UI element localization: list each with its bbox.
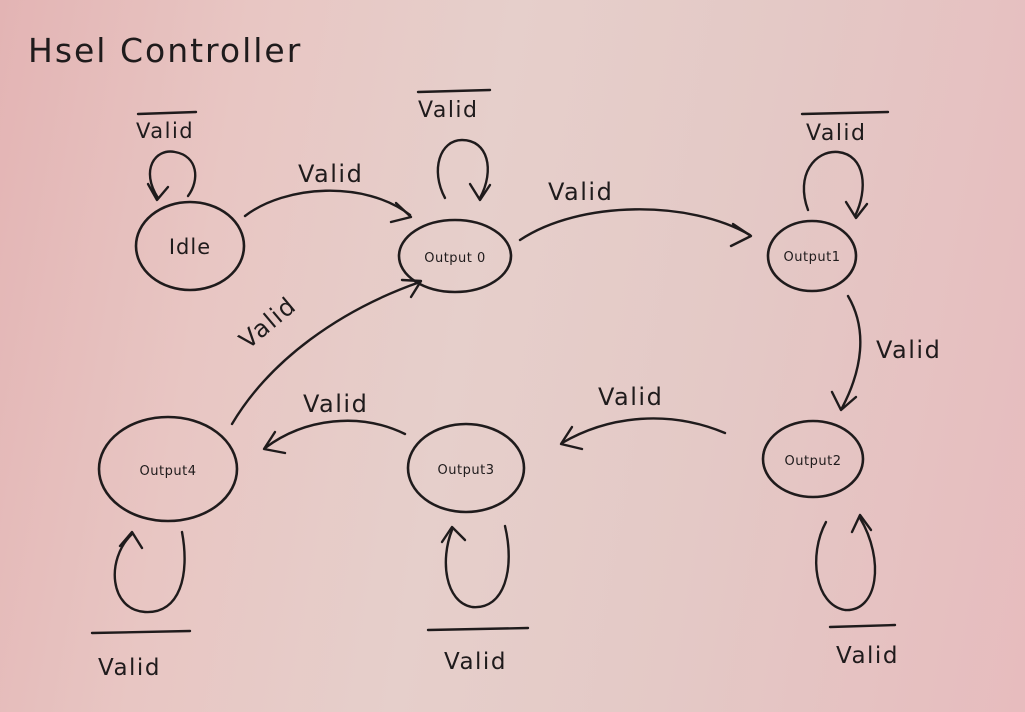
state-output4: Output4: [97, 415, 239, 523]
diagram-title: Hsel Controller: [28, 31, 302, 70]
label-output3-to-output4: Valid: [303, 390, 368, 418]
label-output0-to-output1: Valid: [548, 178, 613, 206]
state-output2-label: Output2: [785, 454, 842, 469]
label-self-loop-output0: Valid: [418, 98, 479, 123]
self-loop-output2: Valid: [814, 513, 899, 669]
state-idle: Idle: [134, 200, 246, 292]
state-idle-label: Idle: [169, 235, 211, 259]
state-output0: Output 0: [397, 218, 513, 294]
arrow-output0-to-output1: [518, 208, 753, 248]
label-self-loop-idle: Valid: [136, 119, 194, 143]
state-output2: Output2: [761, 419, 865, 499]
label-output2-to-output3: Valid: [598, 383, 663, 411]
label-output4-to-output0: Valid: [234, 291, 302, 354]
arrow-output2-to-output3: [559, 417, 727, 451]
arrow-output4-to-output0: [230, 278, 423, 426]
state-output1: Output1: [766, 219, 858, 293]
label-output1-to-output2: Valid: [876, 336, 941, 364]
self-loop-idle: Valid: [136, 110, 198, 202]
self-loop-output0: Valid: [416, 88, 492, 202]
arrow-output1-to-output2: [830, 294, 862, 412]
state-output0-label: Output 0: [424, 251, 486, 266]
label-self-loop-output2: Valid: [836, 643, 899, 669]
arrow-idle-to-output0: [243, 189, 413, 224]
self-loop-output3: Valid: [426, 524, 530, 675]
state-output4-label: Output4: [140, 464, 197, 479]
self-loop-output4: Valid: [90, 530, 192, 681]
label-self-loop-output1: Valid: [806, 121, 867, 146]
state-output3-label: Output3: [438, 463, 495, 478]
label-self-loop-output3: Valid: [444, 649, 507, 675]
self-loop-output1: Valid: [800, 110, 890, 220]
state-output1-label: Output1: [784, 250, 841, 265]
label-self-loop-output4: Valid: [98, 655, 161, 681]
arrow-output3-to-output4: [262, 419, 407, 455]
state-output3: Output3: [406, 422, 526, 514]
label-idle-to-output0: Valid: [298, 160, 363, 188]
